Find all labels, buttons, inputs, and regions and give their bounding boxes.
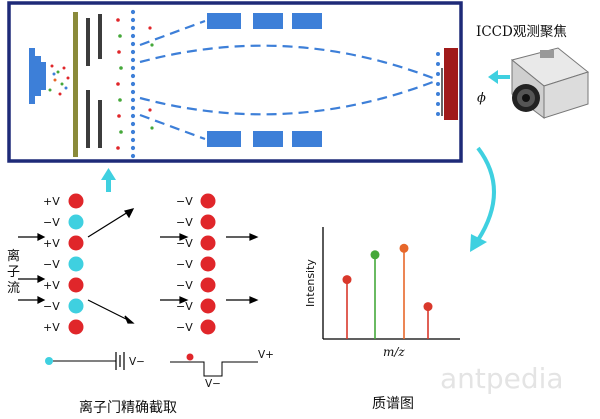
x-axis-label: m/z xyxy=(383,345,405,359)
gate-dot xyxy=(130,153,136,159)
voltage-label: +V xyxy=(43,321,60,334)
voltage-label: −V xyxy=(176,237,193,250)
phi-label: ϕ xyxy=(477,91,486,106)
voltage-label: −V xyxy=(176,258,193,271)
gate-dot xyxy=(130,41,136,47)
spectrum-peak-marker xyxy=(423,302,433,312)
spectrum-peaks xyxy=(342,243,433,339)
y-axis-label: Intensity xyxy=(304,259,317,307)
gate-electrode xyxy=(68,193,84,209)
svg-text:离: 离 xyxy=(7,248,20,264)
svg-text:V−: V− xyxy=(129,356,145,368)
watermark: antpedia xyxy=(440,362,564,395)
camera-label: ICCD观测聚焦 xyxy=(476,24,567,40)
spectrum-axes xyxy=(322,227,460,340)
voltage-label: −V xyxy=(176,195,193,208)
voltage-label: −V xyxy=(43,216,60,229)
svg-text:流: 流 xyxy=(7,281,20,296)
ion-column xyxy=(116,18,154,150)
curved-arrow xyxy=(470,146,496,252)
voltage-label: −V xyxy=(176,216,193,229)
gate-electrode xyxy=(68,235,84,251)
deflected-arrows xyxy=(87,208,135,324)
ion-gate-dots xyxy=(130,9,136,159)
voltage-label: +V xyxy=(43,237,60,250)
stream-label: 离 子 流 xyxy=(7,248,20,296)
ion-source xyxy=(29,48,46,104)
gate-dot xyxy=(130,17,136,23)
svg-text:子: 子 xyxy=(7,265,20,280)
gate-dot xyxy=(130,129,136,135)
gate-dot xyxy=(130,57,136,63)
ion-trajectories xyxy=(139,19,439,141)
gate-electrode xyxy=(200,193,216,209)
spectrum-peak-marker xyxy=(342,275,352,285)
gate-dot xyxy=(130,65,136,71)
extraction-plate xyxy=(73,12,78,157)
lens-blocks-bottom xyxy=(207,131,322,147)
gate-dot xyxy=(130,145,136,151)
gate-dot xyxy=(130,97,136,103)
gate-dot xyxy=(130,33,136,39)
svg-text:V−: V− xyxy=(205,378,221,390)
lens-blocks-top xyxy=(207,13,322,29)
voltage-label: −V xyxy=(43,258,60,271)
gate-electrode xyxy=(68,256,84,272)
gate-electrode xyxy=(200,256,216,272)
gate-dot xyxy=(130,89,136,95)
voltage-label: +V xyxy=(43,195,60,208)
gate-electrode xyxy=(200,298,216,314)
voltage-label: −V xyxy=(176,279,193,292)
gate-electrode xyxy=(200,235,216,251)
spectrum-peak-marker xyxy=(370,250,380,260)
gate-dot xyxy=(130,73,136,79)
voltage-label: −V xyxy=(176,300,193,313)
gate-title: 离子门精确截取 xyxy=(79,399,177,416)
detector-dots xyxy=(436,52,440,116)
detector-plate xyxy=(444,48,458,120)
focusing-electrodes xyxy=(86,14,102,148)
gate-electrodes-left: +V −V +V −V +V −V +V xyxy=(43,193,84,335)
gate-electrode xyxy=(200,214,216,230)
ion-cloud xyxy=(48,64,70,96)
gate-dot xyxy=(130,121,136,127)
camera-icon xyxy=(510,47,590,119)
gate-electrode xyxy=(68,277,84,293)
spectrum-title: 质谱图 xyxy=(372,396,414,412)
gate-electrode xyxy=(68,214,84,230)
gate-electrode xyxy=(200,277,216,293)
gate-electrodes-right: −V −V −V −V −V −V −V xyxy=(176,193,216,335)
up-arrow xyxy=(101,168,116,192)
voltage-label: −V xyxy=(43,300,60,313)
gate-dot xyxy=(130,81,136,87)
voltage-label: +V xyxy=(43,279,60,292)
voltage-label: −V xyxy=(176,321,193,334)
gate-electrode xyxy=(68,298,84,314)
gate-dot xyxy=(130,137,136,143)
spectrum-peak-marker xyxy=(399,243,409,253)
gate-electrode xyxy=(200,319,216,335)
input-arrows xyxy=(18,233,46,304)
gate-dot xyxy=(130,105,136,111)
camera-arrow xyxy=(488,70,510,84)
svg-text:V+: V+ xyxy=(258,349,274,361)
gate-electrode xyxy=(68,319,84,335)
gate-dot xyxy=(130,49,136,55)
gate-dot xyxy=(130,113,136,119)
gate-dot xyxy=(130,9,136,15)
gate-dot xyxy=(130,25,136,31)
middle-arrows xyxy=(160,233,259,304)
pulse-schematic: V− V− V+ xyxy=(45,349,274,390)
